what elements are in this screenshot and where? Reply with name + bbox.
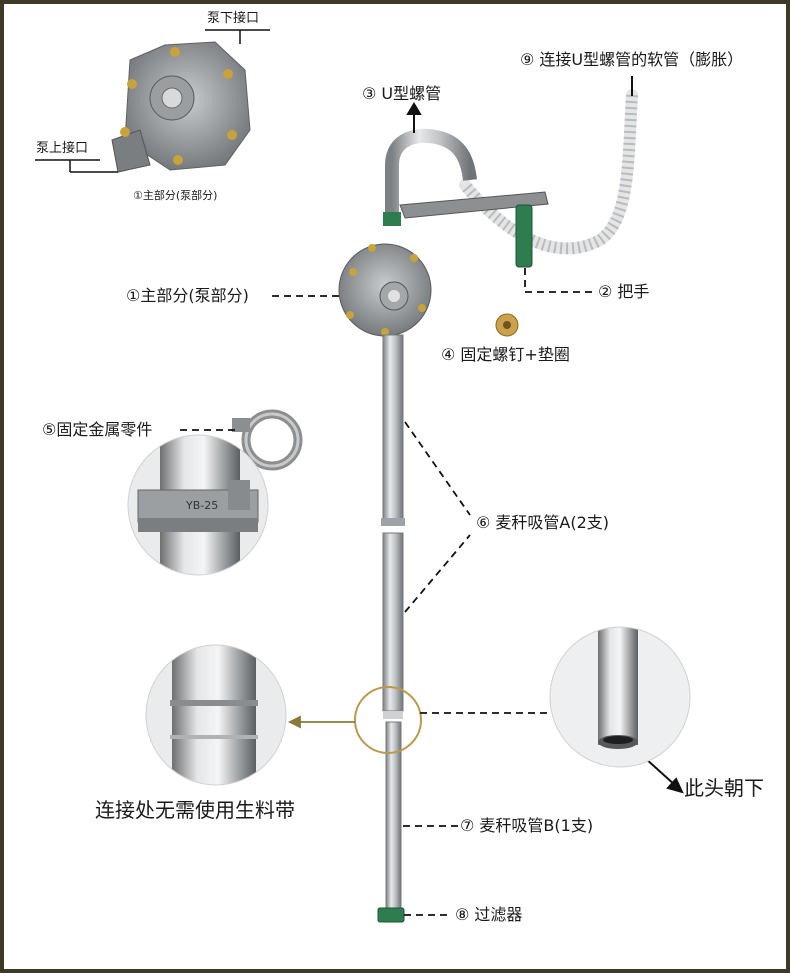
screw-image: [496, 314, 518, 336]
label-end-down: 此头朝下: [684, 778, 764, 798]
pump-detail-image: [112, 42, 250, 172]
straw-a-upper: [383, 335, 403, 525]
zoom-tube-end: [550, 620, 690, 767]
label-no-tape: 连接处无需使用生料带: [95, 800, 295, 820]
straw-a-lower: [383, 533, 403, 711]
label-fixing-metal: ⑤固定金属零件: [42, 422, 152, 438]
label-main-part: ①主部分(泵部分): [126, 288, 249, 304]
main-pump-image: [339, 244, 431, 336]
label-pump-lower-port: 泵下接口: [207, 12, 259, 25]
label-straw-a: ⑥ 麦秆吸管A(2支): [476, 515, 609, 531]
zoom-joint: [146, 640, 286, 790]
label-handle: ② 把手: [598, 284, 649, 300]
label-screw: ④ 固定螺钉+垫圈: [441, 347, 570, 363]
label-filter: ⑧ 过滤器: [455, 907, 522, 923]
filter-image: [378, 908, 404, 922]
label-pump-upper-port: 泵上接口: [36, 142, 88, 155]
label-main-part-small: ①主部分(泵部分): [133, 190, 217, 201]
expansion-hose: [465, 95, 632, 248]
label-straw-b: ⑦ 麦秆吸管B(1支): [460, 818, 593, 834]
handle-image: [400, 192, 548, 267]
label-hose: ⑨ 连接U型螺管的软管（膨胀）: [520, 52, 743, 68]
stamp-text: YB-25: [185, 499, 218, 512]
label-u-tube: ③ U型螺管: [362, 86, 441, 102]
